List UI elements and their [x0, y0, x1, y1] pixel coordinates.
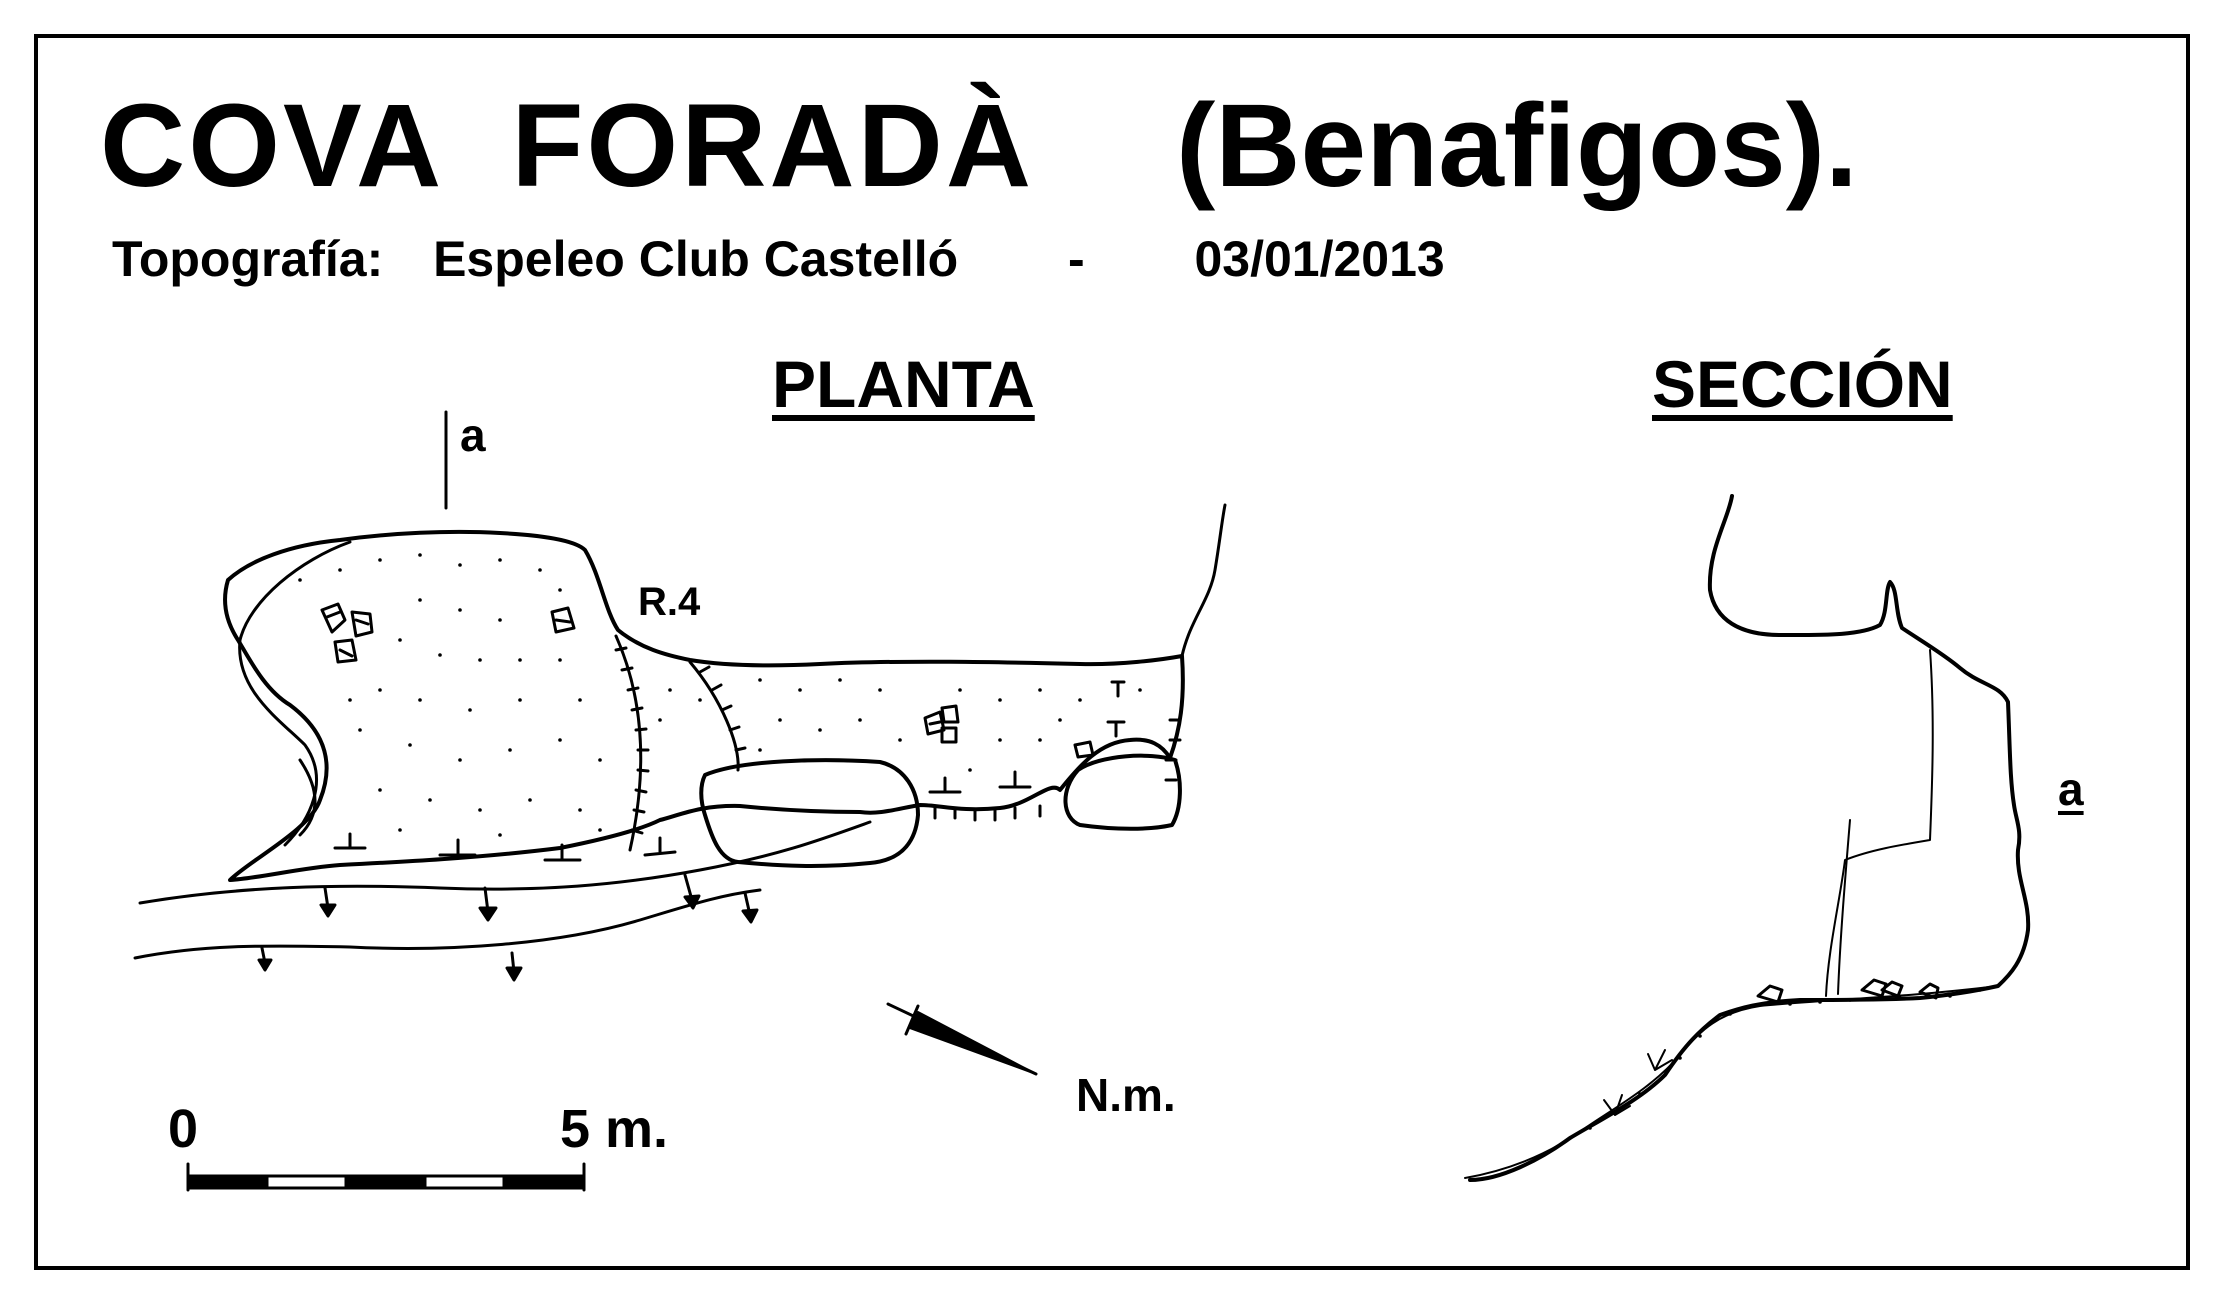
cave-name-title: COVA FORADÀ [100, 80, 1035, 212]
plan-left-wall-inner [238, 540, 352, 847]
north-arrow-head [909, 1011, 1037, 1075]
plan-sediment-stipple [298, 553, 1142, 837]
plan-blocks [320, 602, 1095, 759]
plan-view-title: PLANTA [772, 347, 1035, 421]
section-vegetation [1603, 1049, 1673, 1116]
plan-outer-slope-2 [133, 888, 762, 960]
survey-club: Espeleo Club Castelló [433, 231, 959, 287]
section-inner-wall [1825, 649, 1934, 997]
plan-boulder-small [1063, 753, 1182, 831]
scale-bar [186, 1162, 586, 1192]
section-floor-stipple [1538, 988, 1982, 1158]
section-line-label-plan: a [460, 409, 486, 461]
section-inner-wall-2 [1837, 819, 1851, 995]
plan-boulder-large [699, 758, 920, 868]
plan-view [133, 410, 1227, 1192]
locality-title: (Benafigos). [1176, 80, 1858, 212]
scale-start-label: 0 [168, 1099, 199, 1159]
map-frame [34, 34, 2190, 1270]
section-view [1464, 494, 2031, 1182]
plan-outer-slope-1 [138, 820, 872, 905]
survey-credits: Topografía: Espeleo Club Castelló - 03/0… [112, 230, 1445, 288]
scale-end-label: 5 m. [560, 1099, 669, 1159]
plan-entrance-slope [1180, 503, 1227, 658]
section-blocks [1756, 978, 1940, 1004]
pitch-hatches [614, 646, 1182, 835]
pitch-label: R.4 [638, 580, 701, 624]
survey-label: Topografía: [112, 231, 384, 287]
section-line-label-section: a [2058, 763, 2084, 815]
section-profile [1468, 494, 2031, 1182]
plan-left-wall-inner-2 [298, 758, 317, 837]
section-view-title: SECCIÓN [1652, 347, 1953, 421]
plan-pitch-edge-2 [688, 660, 740, 772]
ledge-marks [333, 680, 1126, 862]
separator: - [1068, 231, 1085, 287]
slope-arrows [257, 873, 759, 982]
north-arrow-tick [904, 1004, 920, 1036]
north-label: N.m. [1076, 1069, 1176, 1121]
survey-date: 03/01/2013 [1194, 231, 1445, 287]
plan-cave-outline [223, 529, 1185, 882]
section-floor-line [1464, 985, 1999, 1179]
